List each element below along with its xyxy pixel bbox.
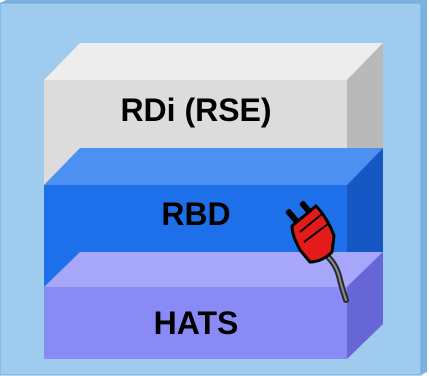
layer-rbd-label: RBD: [161, 196, 230, 232]
power-plug-icon: [285, 200, 349, 303]
layer-hats-front: [44, 287, 347, 359]
layer-rbd-top: [44, 148, 383, 185]
layer-rdi-rse-top: [44, 43, 383, 80]
layer-hats: HATS: [44, 252, 383, 359]
layer-rdi-rse-label: RDi (RSE): [120, 92, 271, 128]
plug-body-ridge: [299, 213, 329, 243]
plug-cable-highlight: [325, 254, 347, 301]
layer-hats-side: [347, 252, 383, 359]
background-panel-side: [421, 0, 427, 375]
background-panel-top: [0, 0, 427, 3]
layer-hats-label: HATS: [154, 305, 239, 341]
layer-hats-top: [44, 252, 383, 287]
